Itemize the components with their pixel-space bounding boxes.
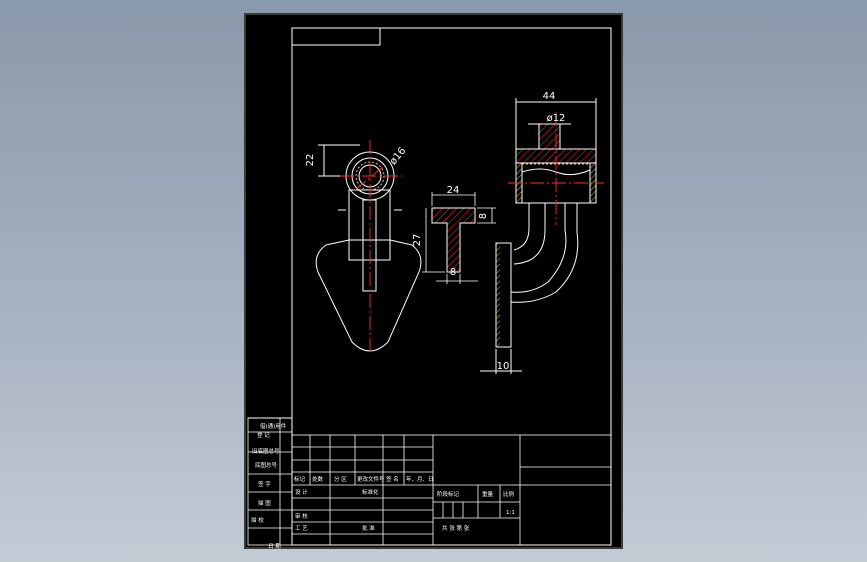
dimension-labels: 44 ø12 22 ø16 24 8 27 8 10 <box>305 91 565 372</box>
cap-pipe-view <box>480 98 604 374</box>
dim-10: 10 <box>497 361 510 372</box>
rev-header-4: 签 名 <box>386 475 399 483</box>
rev-header-3: 更改文件号 <box>357 475 385 483</box>
row-label-design: 设 计 <box>295 488 308 496</box>
t-piece-view <box>422 192 496 284</box>
rev-header-0: 标记 <box>294 475 306 483</box>
drawing-frame <box>248 27 612 546</box>
side-label-4: 签 字 <box>258 480 271 488</box>
side-label-5: 日 期 <box>268 543 281 550</box>
dim-22: 22 <box>305 154 316 167</box>
dim-12: ø12 <box>547 113 566 124</box>
scale-value: 1:1 <box>506 510 515 516</box>
side-label-3: 底图总号 <box>255 461 278 469</box>
stage-header-0: 阶段标记 <box>437 490 460 498</box>
dim-16: ø16 <box>388 146 409 168</box>
dim-27: 27 <box>412 234 423 247</box>
row-label-approve: 批 准 <box>362 524 375 532</box>
side-label-0: 借(通)用件 <box>260 422 287 430</box>
stage-header-2: 比例 <box>503 490 515 498</box>
side-label-6: 描 图 <box>258 499 271 507</box>
rev-header-5: 年、月、日 <box>406 475 434 483</box>
sheet-info: 共 张 第 张 <box>442 524 470 532</box>
lever-centerlines <box>340 140 402 355</box>
row-label-review: 审 核 <box>295 512 308 520</box>
title-block-text: 借(通)用件 登 记 旧底图总号 底图总号 签 字 日 期 描 图 描 校 标记… <box>251 422 515 550</box>
dim-8-right: 8 <box>478 213 489 219</box>
stage-header-1: 重量 <box>482 490 494 498</box>
side-label-7: 描 校 <box>251 516 264 524</box>
row-label-standard: 标准化 <box>362 488 379 496</box>
rev-header-2: 分 区 <box>334 475 347 483</box>
dim-44: 44 <box>543 91 556 102</box>
row-label-process: 工 艺 <box>295 525 308 532</box>
side-label-1: 登 记 <box>257 431 270 439</box>
side-label-2: 旧底图总号 <box>252 447 280 455</box>
title-block-lines <box>247 417 612 546</box>
dim-24: 24 <box>447 185 460 196</box>
dim-8-bottom: 8 <box>450 267 456 278</box>
rev-header-1: 处数 <box>312 475 324 483</box>
